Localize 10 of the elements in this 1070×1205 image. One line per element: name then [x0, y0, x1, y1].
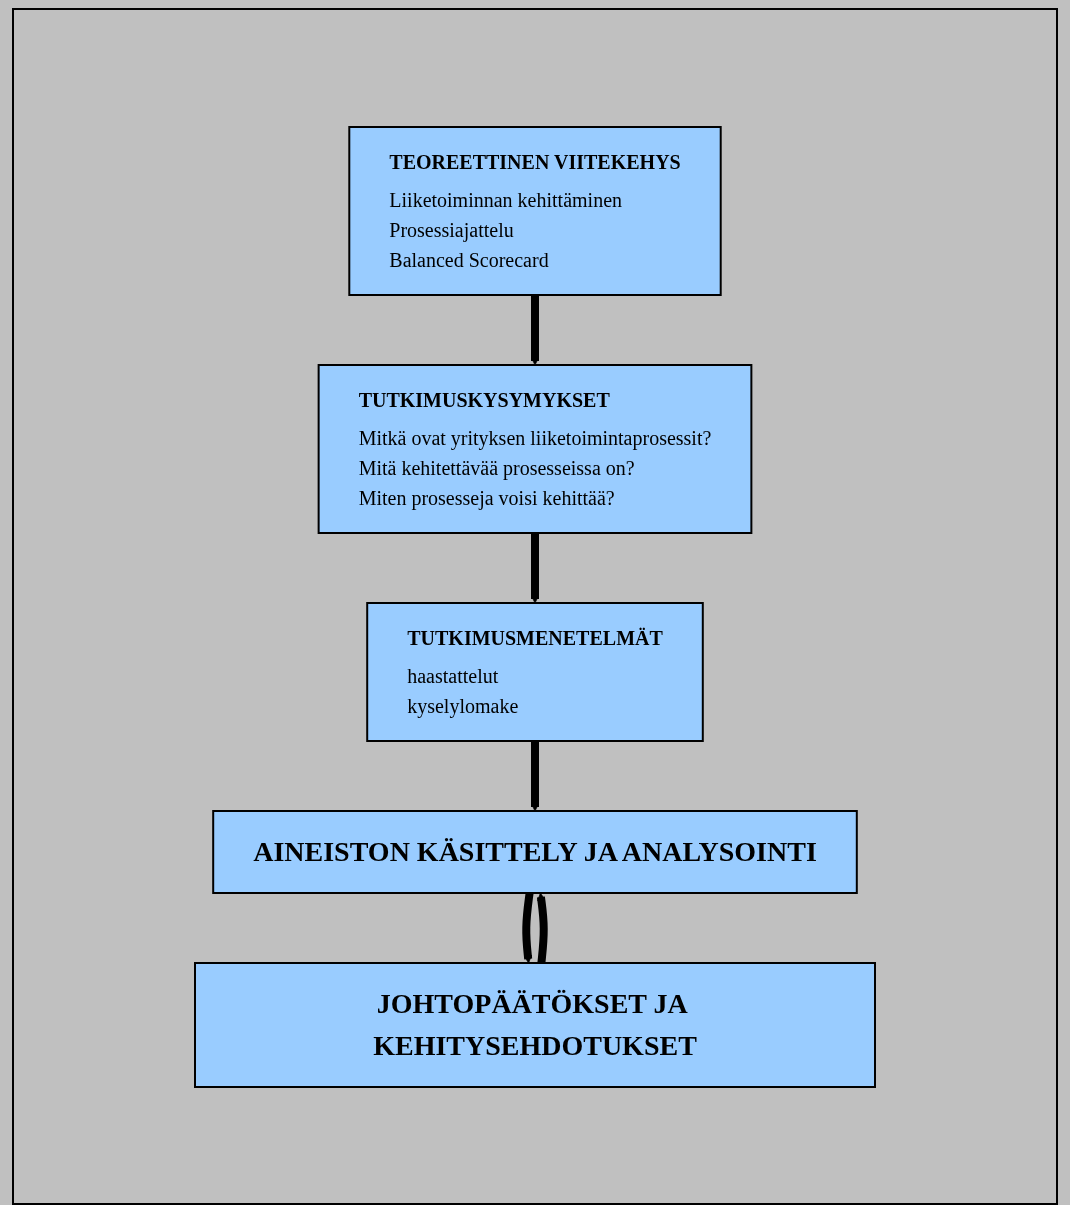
arrow: [536, 892, 548, 963]
arrow: [530, 294, 540, 365]
node-box: TUTKIMUSMENETELMÄT haastattelut kyselylomake: [366, 601, 704, 742]
node-box: TEOREETTINEN VIITEKEHYS Liiketoiminnan kehittäminen Prosessiajattelu Balanced Scorecard: [348, 125, 722, 296]
arrow: [522, 891, 534, 963]
node-box: JOHTOPÄÄTÖKSET JA KEHITYSEHDOTUKSET: [194, 961, 876, 1088]
arrow: [530, 532, 540, 603]
arrow: [530, 740, 540, 811]
node-box: TUTKIMUSKYSYMYKSET Mitkä ovat yrityksen liiketoimintaprosessit? Mitä kehitettävää prosesseissa on? Miten prosesseja voisi kehittää?: [317, 363, 753, 534]
node-box: AINEISTON KÄSITTELY JA ANALYSOINTI: [212, 809, 858, 894]
